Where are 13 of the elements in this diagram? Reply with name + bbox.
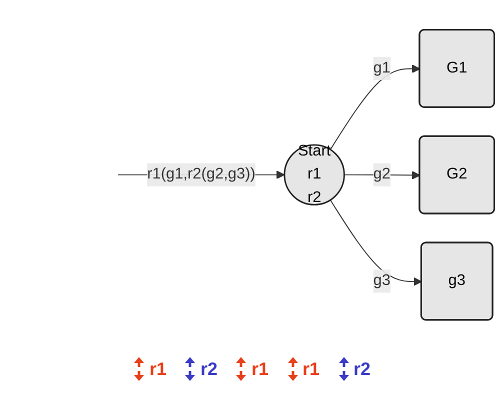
arrow — [330, 64, 420, 150]
edge-label: r1(g1,r2(g2,g3)) — [147, 166, 256, 183]
node-circle: Start r1 r2 — [284, 144, 345, 206]
arrow — [330, 200, 422, 286]
edge-label: g3 — [373, 272, 390, 290]
label-text: r2 — [200, 358, 218, 380]
arrow — [344, 171, 420, 180]
label-text: r1 — [149, 358, 166, 380]
label-text: r1 — [302, 358, 320, 380]
edge-label: g1 — [373, 60, 390, 76]
edge-label: g2 — [373, 166, 390, 183]
label-text: r2 — [354, 358, 371, 380]
label-text: r1 — [251, 358, 268, 380]
